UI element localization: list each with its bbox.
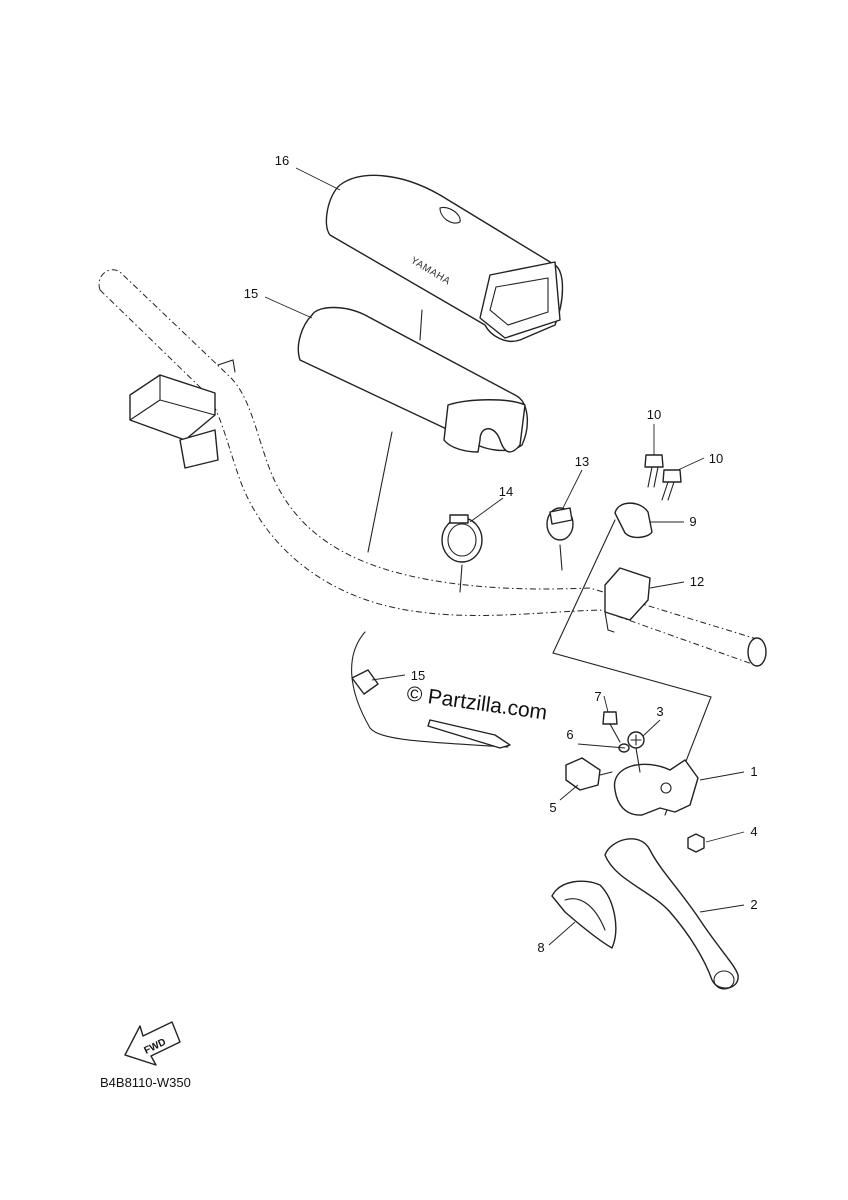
band-clamp-13 (441, 514, 483, 563)
callout-6: 6 (566, 727, 573, 742)
clutch-lever-2 (604, 838, 739, 990)
band-clamp-12 (546, 507, 574, 541)
callout-numbers: 16 15 14 13 10 10 9 12 15 7 3 6 5 1 4 2 … (244, 153, 758, 955)
forward-arrow-icon: FWD (124, 1021, 181, 1066)
handlebar (98, 269, 767, 667)
callout-10a: 10 (647, 407, 661, 422)
callout-2: 2 (750, 897, 757, 912)
clutch-lever-holder (613, 759, 699, 816)
callout-11: 12 (690, 574, 704, 589)
leader-lines (264, 167, 745, 946)
lever-cover-8 (551, 880, 617, 949)
callout-9: 9 (689, 514, 696, 529)
handlebar-pad (297, 306, 528, 453)
pad-cover (325, 174, 564, 342)
callout-4: 4 (750, 824, 757, 839)
assembly-guide-lines (367, 309, 712, 816)
callout-15: 15 (244, 286, 258, 301)
screw-7 (602, 711, 621, 743)
callout-12: 13 (575, 454, 589, 469)
callout-14: 15 (411, 668, 425, 683)
callout-16: 16 (275, 153, 289, 168)
holder-bracket-11 (604, 567, 651, 633)
nut-4 (687, 833, 705, 853)
callout-8: 8 (537, 940, 544, 955)
callout-10b: 10 (709, 451, 723, 466)
callout-1: 1 (750, 764, 757, 779)
bolts-10 (644, 454, 682, 501)
callout-3: 3 (656, 704, 663, 719)
callout-5: 5 (549, 800, 556, 815)
cable-clamp-14 (351, 631, 511, 749)
callout-13: 14 (499, 484, 513, 499)
diagram-code: B4B8110-W350 (100, 1075, 191, 1090)
cable-adjuster-5 (565, 757, 613, 791)
pivot-bolt-3 (627, 731, 645, 773)
partzilla-watermark: © Partzilla.com (405, 682, 548, 724)
callout-7: 7 (594, 689, 601, 704)
holder-clamp-9 (614, 502, 653, 539)
